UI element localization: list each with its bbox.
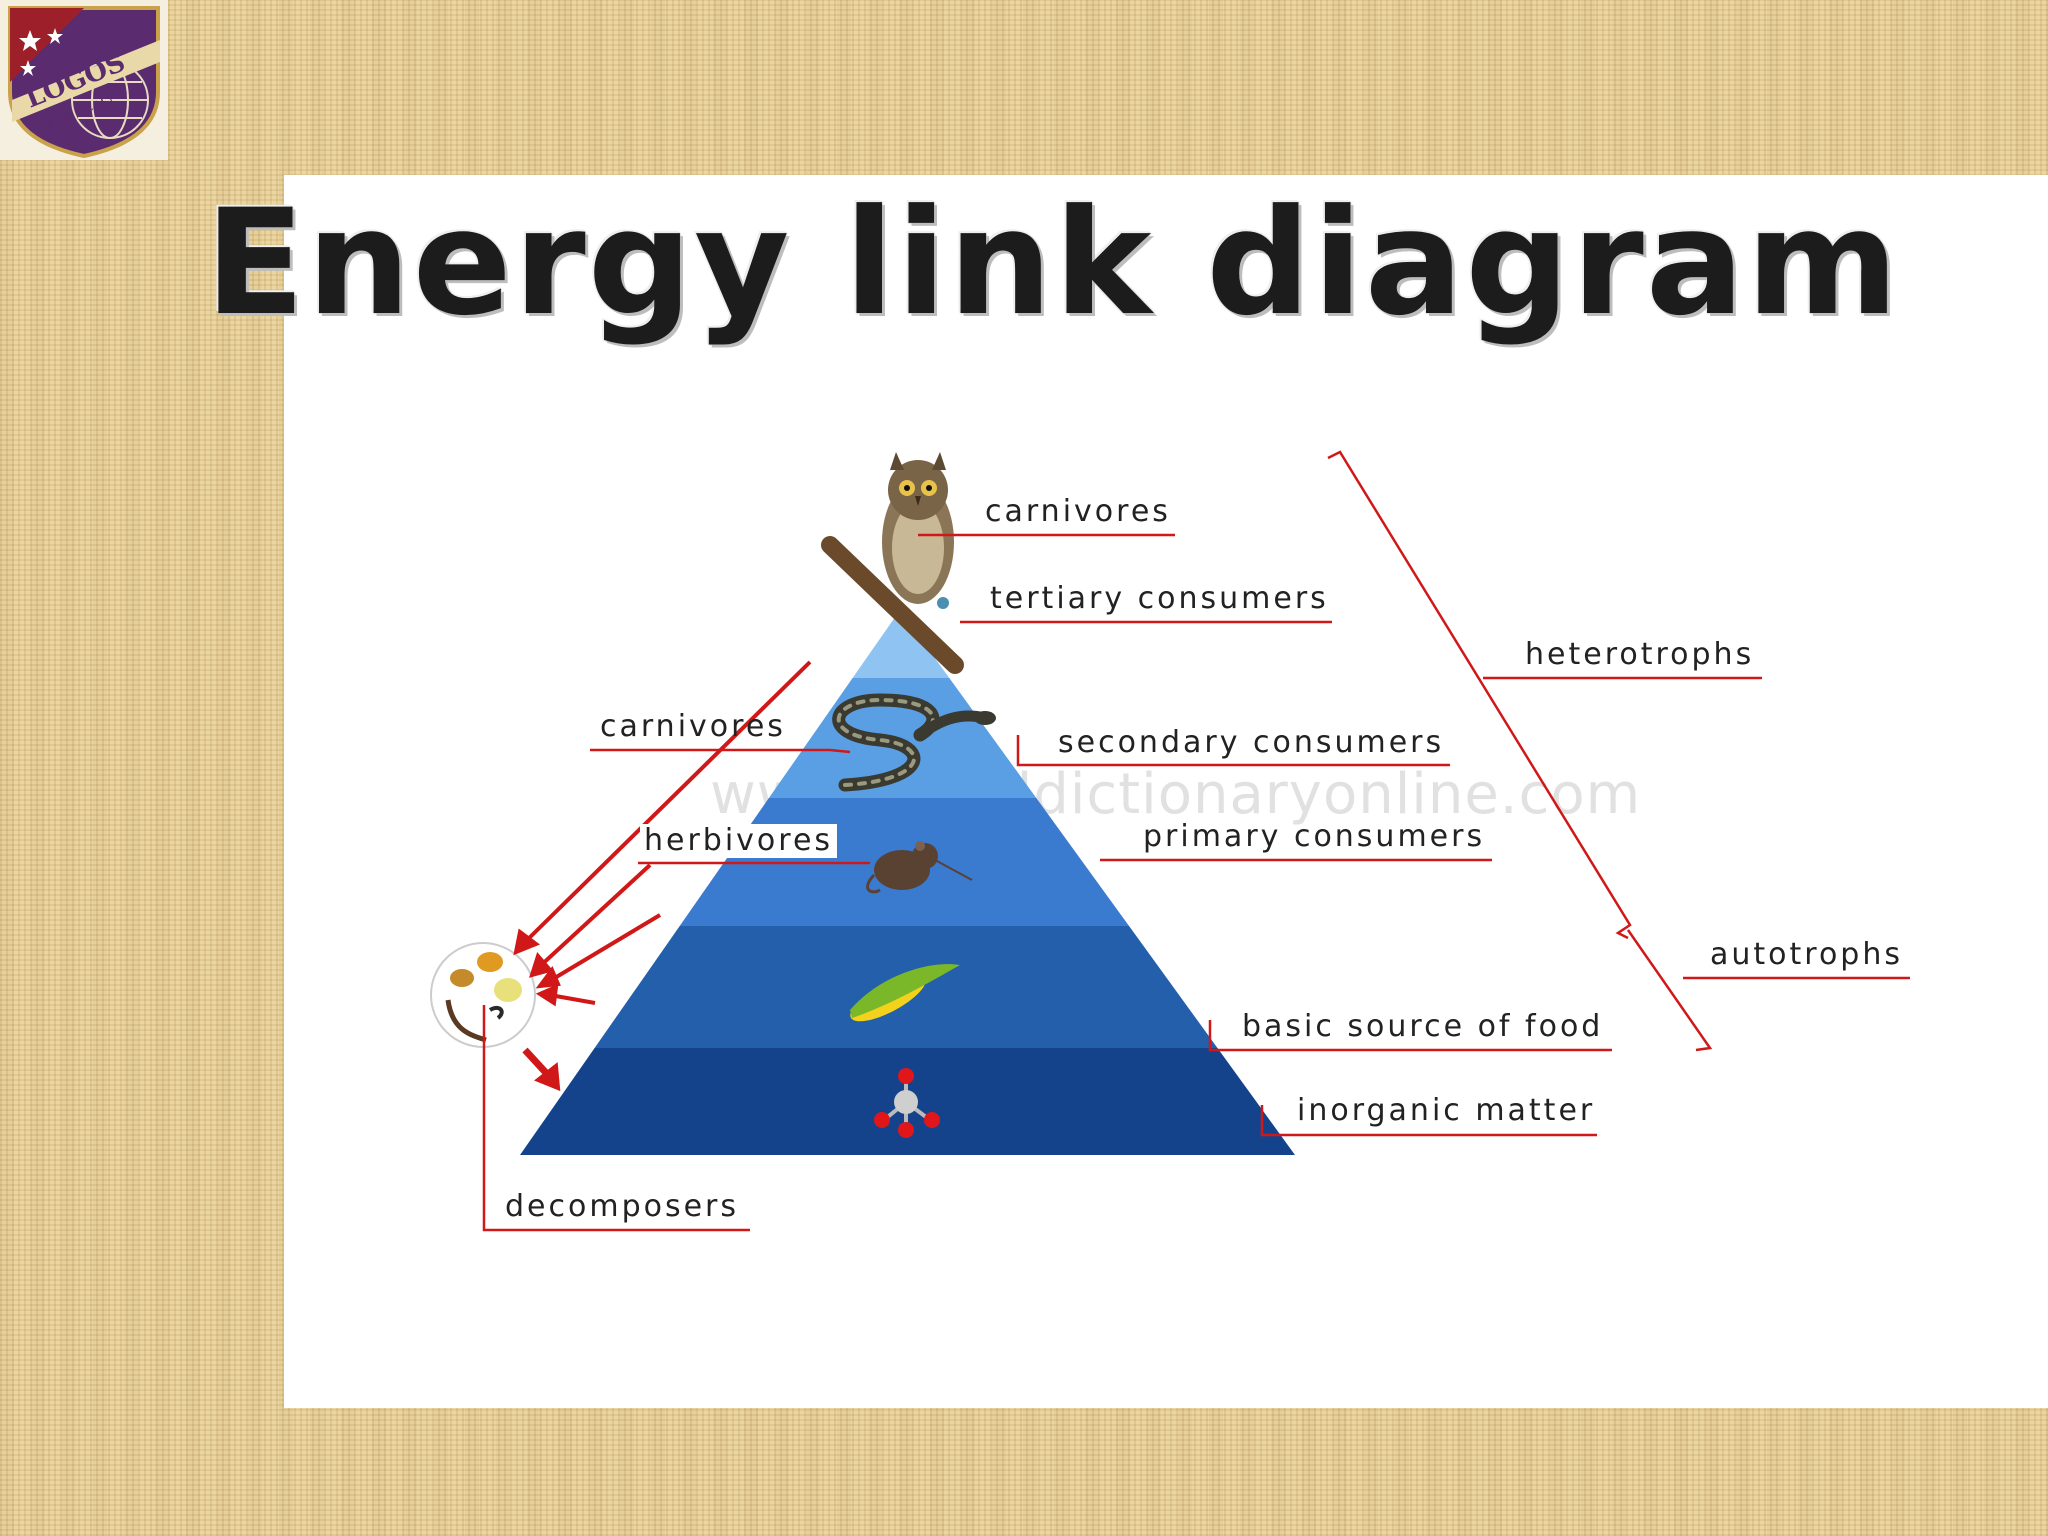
corn-icon <box>850 964 960 1022</box>
label-primary-consumers: primary consumers <box>1143 819 1486 854</box>
label-decomposers: decomposers <box>505 1189 740 1224</box>
label-secondary-consumers: secondary consumers <box>1058 725 1445 760</box>
logos-academy-logo: LOGOS ACADEMY <box>0 0 168 160</box>
decomposition-arrows <box>513 660 812 1092</box>
mouse-icon <box>866 841 973 894</box>
owl-icon <box>821 452 964 674</box>
label-autotrophs: autotrophs <box>1710 937 1903 972</box>
decomposers-circle-icon <box>430 942 536 1048</box>
molecule-icon <box>874 1068 940 1138</box>
slide-title: Energy link diagram <box>205 178 1901 348</box>
leader-lines <box>482 450 1910 1232</box>
label-carnivores-left: carnivores <box>600 709 786 744</box>
label-heterotrophs: heterotrophs <box>1525 637 1755 672</box>
label-herbivores: herbivores <box>640 824 838 858</box>
label-tertiary-consumers: tertiary consumers <box>990 581 1329 616</box>
snake-icon <box>832 693 996 792</box>
content-panel <box>284 175 2048 1408</box>
label-inorganic-matter: inorganic matter <box>1297 1093 1596 1128</box>
label-basic-source-of-food: basic source of food <box>1242 1009 1604 1044</box>
label-carnivores-top: carnivores <box>985 494 1171 529</box>
